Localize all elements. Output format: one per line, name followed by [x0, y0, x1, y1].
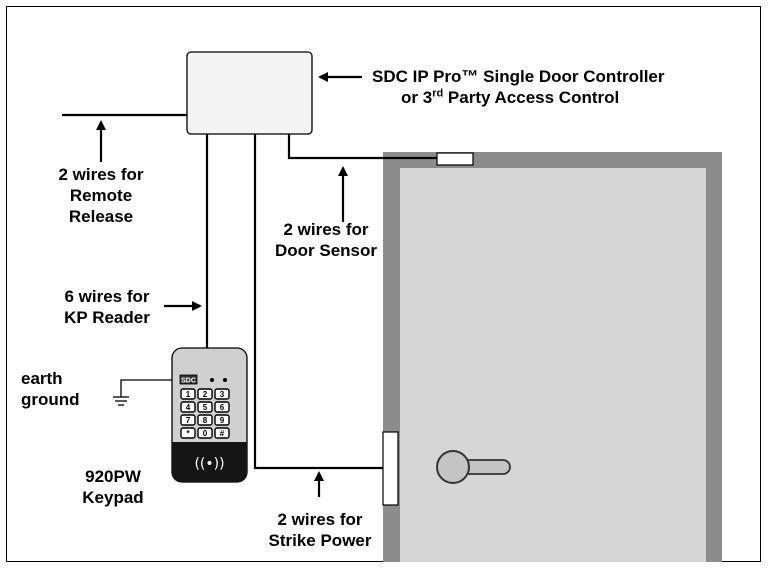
- keypad-led-1: [210, 378, 214, 382]
- keypad-key: [197, 388, 213, 400]
- keypad-key: [214, 427, 230, 439]
- earth-ground-wire: [120, 379, 173, 397]
- keypad-key-label: 2: [203, 390, 208, 399]
- earth-ground-label-line2: ground: [21, 390, 80, 409]
- proximity-icon: ((•)): [194, 456, 224, 472]
- door-sensor-label-line2: Door Sensor: [274, 241, 378, 260]
- keypad-key-label: 0: [203, 429, 208, 438]
- strike-plate: [382, 431, 399, 506]
- keypad-label-line1: 920PW: [85, 467, 141, 486]
- keypad-key-label: 6: [220, 403, 225, 412]
- strike-power-label: 2 wires for Strike Power: [250, 509, 390, 551]
- keypad-key-label: 8: [203, 416, 208, 425]
- keypad-key-label: 4: [186, 403, 191, 412]
- keypad-key-label: 9: [220, 416, 225, 425]
- earth-ground-icon: [113, 396, 129, 406]
- kp-reader-label-line2: KP Reader: [64, 308, 150, 327]
- controller-label-line1: SDC IP Pro™ Single Door Controller: [372, 67, 665, 86]
- keypad-key-label: 5: [203, 403, 208, 412]
- controller-label: SDC IP Pro™ Single Door Controller or 3r…: [372, 66, 665, 108]
- strike-power-label-line2: Strike Power: [268, 531, 372, 550]
- controller-label-line2: or 3rd Party Access Control: [401, 87, 620, 107]
- remote-release-label-line2: Remote: [69, 186, 133, 205]
- controller-box: [186, 51, 313, 135]
- keypad-label-line2: Keypad: [82, 488, 144, 507]
- keypad-led-2: [223, 378, 227, 382]
- strike-power-label-line1: 2 wires for: [277, 510, 363, 529]
- keypad-key-label: 7: [186, 416, 191, 425]
- strike-power-wire: [253, 134, 383, 470]
- keypad-display: [179, 374, 198, 385]
- door-sensor-label-line1: 2 wires for: [283, 220, 369, 239]
- keypad-key: [180, 414, 196, 426]
- keypad-key: [214, 401, 230, 413]
- door-sensor-wire: [287, 134, 442, 160]
- keypad-key: [180, 427, 196, 439]
- keypad-display-text: SDC: [181, 378, 196, 385]
- keypad-key-label: 3: [220, 390, 225, 399]
- keypad-device: SDC 1 2 3 4 5 6 7 8 9 * 0 # ((•)): [171, 347, 248, 483]
- keypad-key: [197, 427, 213, 439]
- keypad-key: [180, 388, 196, 400]
- earth-ground-label-line1: earth: [21, 369, 63, 388]
- keypad-key: [214, 388, 230, 400]
- keypad-label: 920PW Keypad: [68, 466, 158, 508]
- remote-release-label: 2 wires for Remote Release: [46, 164, 156, 227]
- door-sensor: [436, 152, 474, 166]
- keypad-key-label: *: [186, 429, 190, 438]
- keypad-key: [197, 414, 213, 426]
- earth-ground-label: earth ground: [21, 368, 80, 410]
- kp-reader-label-line1: 6 wires for: [64, 287, 150, 306]
- door-panel: [400, 168, 706, 562]
- keypad-key: [197, 401, 213, 413]
- keypad-key-label: #: [220, 429, 225, 438]
- door-sensor-label: 2 wires for Door Sensor: [262, 219, 390, 261]
- keypad-key: [214, 414, 230, 426]
- keypad-key: [180, 401, 196, 413]
- kp-reader-label: 6 wires for KP Reader: [52, 286, 162, 328]
- keypad-key-label: 1: [186, 390, 191, 399]
- remote-release-label-line1: 2 wires for: [58, 165, 144, 184]
- door-handle: [436, 450, 511, 484]
- remote-release-label-line3: Release: [68, 207, 134, 226]
